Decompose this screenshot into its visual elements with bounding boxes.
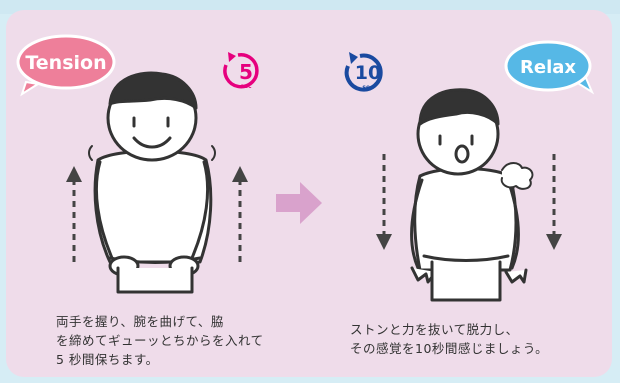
tension-label: Tension — [25, 52, 106, 74]
relax-instructions-line2: その感覚を10秒間感じましょう。 — [350, 341, 549, 356]
tension-figure — [88, 71, 216, 294]
transition-arrow-icon — [276, 182, 322, 224]
timer-10-value: 10 — [355, 62, 381, 84]
relax-instructions: ストンと力を抜いて脱力し、 その感覚を10秒間感じましょう。 — [350, 320, 590, 358]
tension-instructions-line2: を締めてギューッとちからを入れて — [56, 333, 264, 348]
timer-5-value: 5 — [239, 60, 253, 84]
tension-left-up-arrow — [66, 166, 82, 262]
relax-figure — [410, 88, 534, 302]
relax-right-down-arrow — [546, 154, 562, 250]
relax-bubble: Relax — [504, 40, 595, 95]
tension-right-up-arrow — [232, 166, 248, 262]
tension-instructions-line1: 両手を握り、腕を曲げて、脇 — [56, 314, 224, 329]
relax-instructions-line1: ストンと力を抜いて脱力し、 — [350, 322, 519, 337]
tension-instructions-line3: 5 秒間保ちます。 — [56, 352, 159, 367]
tension-bubble: Tension — [16, 34, 116, 97]
timer-5sec-icon: 5 sec — [223, 52, 259, 90]
tension-instructions: 両手を握り、腕を曲げて、脇 を締めてギューッとちからを入れて 5 秒間保ちます。 — [56, 312, 306, 369]
timer-10sec-icon: 10 sec — [344, 52, 383, 92]
relax-label: Relax — [520, 57, 576, 78]
timer-10-unit: sec — [362, 84, 374, 91]
relax-left-down-arrow — [376, 154, 392, 250]
timer-5-unit: sec — [240, 83, 252, 90]
